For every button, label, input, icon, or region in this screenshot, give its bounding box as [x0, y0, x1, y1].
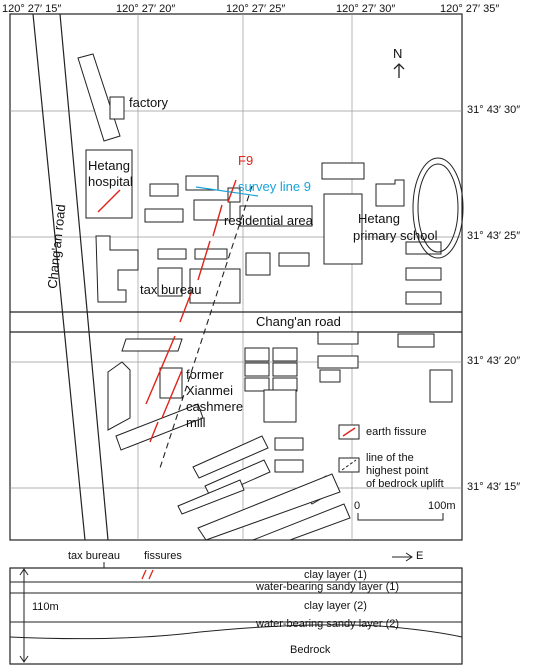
- layer-clay-1: clay layer (1): [304, 569, 367, 581]
- section-fissures-label: fissures: [144, 550, 182, 562]
- residential-label: residential area: [224, 213, 313, 228]
- mill-label-2: Xianmei: [186, 383, 233, 398]
- earth-fissures: [97, 179, 237, 443]
- right-coord-2: 31° 43′ 25″: [467, 230, 521, 242]
- layer-bedrock: Bedrock: [290, 644, 331, 656]
- legend-uplift-label-2: highest point: [366, 465, 429, 477]
- hospital-label-1: Hetang: [88, 158, 130, 173]
- top-coord-4: 120° 27′ 30″: [336, 3, 396, 15]
- tax-bureau-label: tax bureau: [140, 282, 202, 297]
- top-coord-5: 120° 27′ 35″: [440, 3, 500, 15]
- road-horizontal-label: Chang'an road: [256, 314, 341, 329]
- scale-bar: [357, 513, 444, 521]
- section-fissures: [141, 569, 154, 580]
- section-tax-label: tax bureau: [68, 550, 120, 562]
- mill-label-4: mill: [186, 415, 206, 430]
- top-coord-2: 120° 27′ 20″: [116, 3, 176, 15]
- hospital-label-2: hospital: [88, 174, 133, 189]
- factory-label: factory: [129, 95, 169, 110]
- legend-fissure-label: earth fissure: [366, 426, 427, 438]
- layer-clay-2: clay layer (2): [304, 600, 367, 612]
- school-label-2: primary school: [353, 228, 438, 243]
- legend-symbols: [338, 424, 360, 473]
- legend-uplift-label-1: line of the: [366, 452, 414, 464]
- map-frame: [9, 13, 463, 541]
- section-depth-label: 110m: [32, 601, 59, 613]
- roads: [10, 13, 462, 541]
- survey-line-9: [195, 186, 259, 197]
- layer-sand-1: water-bearing sandy layer (1): [256, 581, 400, 593]
- bedrock-uplift-line: [159, 185, 253, 469]
- survey-line-label: survey line 9: [238, 179, 311, 194]
- mill-label-3: cashmere: [186, 399, 244, 414]
- north-arrow-icon: [393, 63, 405, 78]
- scale-end-label: 100m: [428, 500, 456, 512]
- right-coord-3: 31° 43′ 20″: [467, 355, 521, 367]
- section-east-label: E: [416, 550, 424, 562]
- north-label: N: [393, 46, 403, 61]
- layer-sand-2: water-bearing sandy layer (2): [256, 618, 400, 630]
- legend-uplift-label-3: of bedrock uplift: [366, 478, 444, 490]
- school-label-1: Hetang: [358, 211, 400, 226]
- right-coord-4: 31° 43′ 15″: [467, 481, 521, 493]
- cross-section: [9, 552, 463, 665]
- mill-label-1: former: [186, 367, 224, 382]
- top-coord-3: 120° 27′ 25″: [226, 3, 286, 15]
- right-coord-1: 31° 43′ 30″: [467, 104, 521, 116]
- fault-label: F9: [238, 153, 254, 168]
- scale-start-label: 0: [354, 500, 361, 512]
- top-coord-1: 120° 27′ 15″: [2, 3, 62, 15]
- buildings: [77, 53, 453, 541]
- stadium-track: [412, 157, 464, 259]
